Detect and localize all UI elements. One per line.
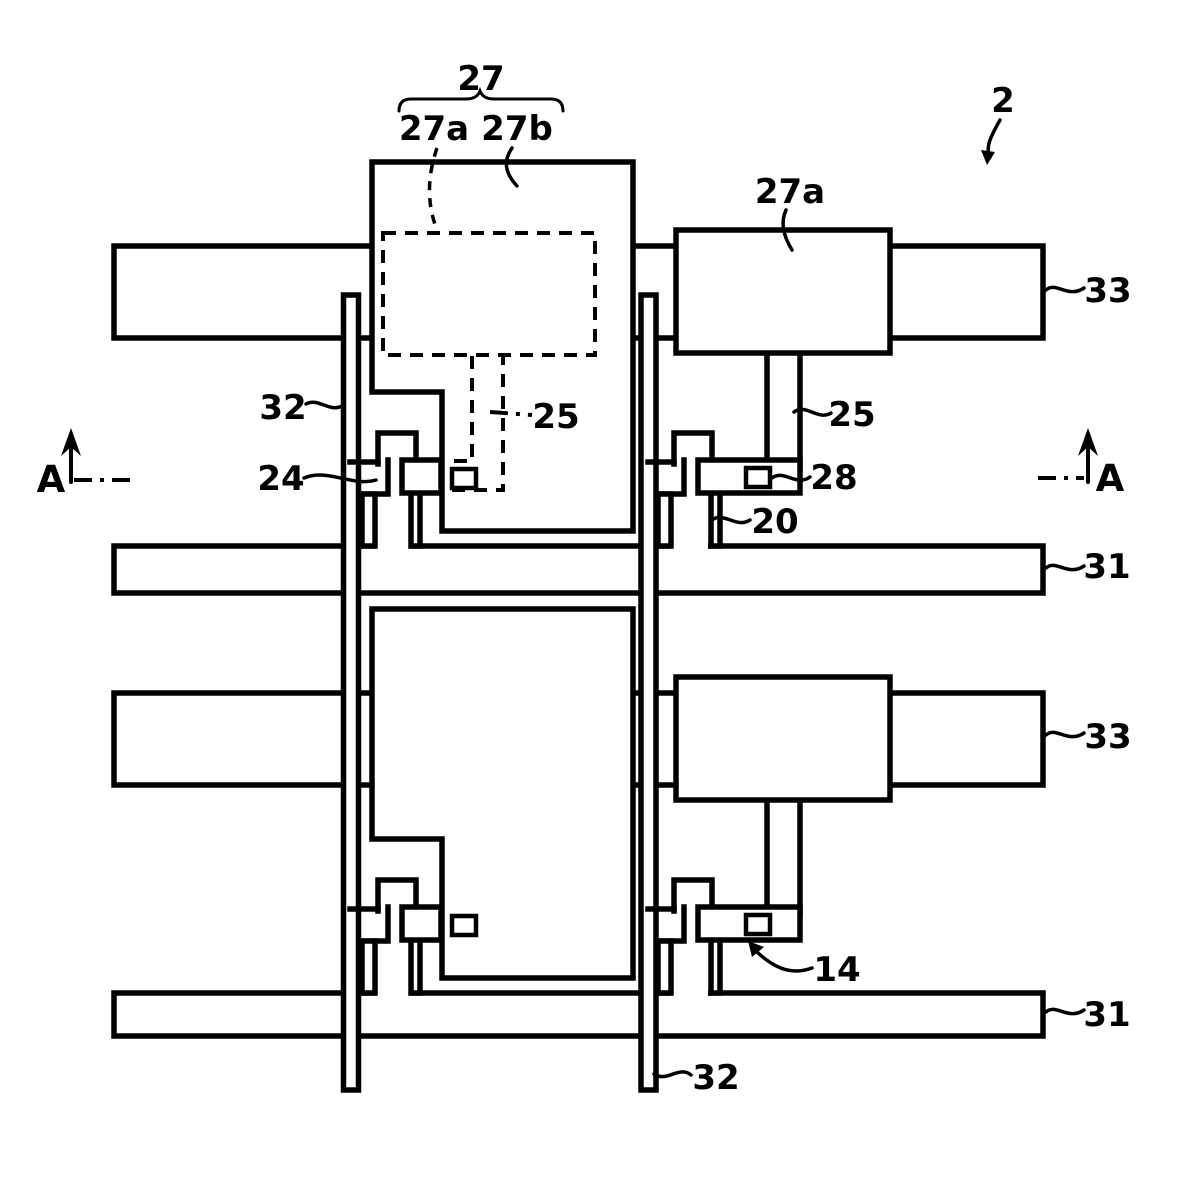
bus-edge-gap bbox=[670, 987, 708, 999]
buried-electrode-27a-dashed bbox=[381, 231, 597, 357]
arrowhead-14 bbox=[748, 941, 764, 957]
ref-label-2: 2 bbox=[991, 81, 1015, 121]
ref-label-31-row1: 31 bbox=[1083, 547, 1130, 587]
ref-label-27b-top: 27b bbox=[481, 109, 553, 149]
ref-label-32-bottom: 32 bbox=[692, 1058, 739, 1098]
ref-label-25-left: 25 bbox=[532, 397, 579, 437]
bus-edge-gap bbox=[376, 987, 409, 999]
gate-branch-strip-right bbox=[655, 491, 674, 549]
tft-gate-island-left bbox=[375, 430, 419, 467]
section-label-a-left: A bbox=[37, 458, 66, 501]
gate-bus-line-31-row2 bbox=[111, 990, 1046, 1039]
leader-28 bbox=[770, 473, 812, 482]
section-marker-a-left: A bbox=[37, 428, 134, 501]
data-line-32-right bbox=[638, 292, 659, 1093]
section-label-a-right: A bbox=[1096, 457, 1125, 500]
gate-bus-line-31-row1 bbox=[111, 543, 1046, 596]
leader-14 bbox=[755, 950, 814, 973]
bus-edge-gap bbox=[376, 540, 409, 552]
capacitor-electrode-27a bbox=[673, 227, 893, 356]
buried-electrode-stem-dashed bbox=[450, 356, 505, 492]
ref-label-24: 24 bbox=[257, 459, 304, 499]
pixel-cell bbox=[347, 159, 893, 549]
leader-33-row2 bbox=[1044, 730, 1086, 739]
pixel-electrode-27b bbox=[369, 159, 636, 534]
leader-27b-top bbox=[504, 146, 519, 188]
arrowhead-a-right bbox=[1078, 428, 1098, 456]
ref-label-14: 14 bbox=[813, 950, 860, 990]
data-line-32-left bbox=[340, 292, 362, 1093]
ref-label-28: 28 bbox=[810, 458, 857, 498]
leader-24 bbox=[302, 473, 378, 484]
connection-electrode-25-stem bbox=[764, 345, 803, 471]
leader-25-right bbox=[792, 407, 833, 417]
contact-hole-right-28 bbox=[743, 465, 773, 490]
leader-31-row2 bbox=[1044, 1007, 1086, 1016]
ref-label-31-row2: 31 bbox=[1083, 995, 1130, 1035]
leader-27a-top bbox=[427, 147, 439, 231]
arrowhead-2 bbox=[981, 150, 995, 165]
ref-label-27a-right: 27a bbox=[755, 172, 825, 212]
leader-25-left bbox=[489, 410, 533, 417]
leader-27a-right bbox=[781, 208, 794, 252]
ref-label-27a-top: 27a bbox=[399, 109, 469, 149]
gate-branch-stub-left bbox=[408, 488, 423, 549]
leader-32-top bbox=[304, 400, 344, 410]
ref-label-33-row1: 33 bbox=[1084, 271, 1131, 311]
arrowhead-a-left bbox=[61, 428, 81, 456]
bus-edge-gap bbox=[670, 540, 708, 552]
ref-label-20: 20 bbox=[751, 502, 798, 542]
gate-branch-strip-left bbox=[359, 491, 378, 549]
leader-33-row1 bbox=[1044, 285, 1086, 294]
ref-label-32-top: 32 bbox=[259, 388, 306, 428]
ref-label-25-right: 25 bbox=[828, 395, 875, 435]
leader-32-bottom bbox=[652, 1070, 693, 1079]
leader-31-row1 bbox=[1044, 563, 1086, 572]
contact-hole-left bbox=[449, 466, 479, 491]
brace-27 bbox=[397, 86, 565, 113]
ref-label-33-row2: 33 bbox=[1084, 717, 1131, 757]
tft-step-connector-right bbox=[655, 457, 687, 497]
tft-drain-pad-left bbox=[399, 457, 444, 496]
tft-gate-island-right bbox=[671, 430, 715, 467]
tft-step-connector-left bbox=[359, 457, 391, 497]
section-marker-a-right: A bbox=[1038, 428, 1125, 500]
leader-20 bbox=[710, 515, 752, 525]
pixel-cell-row2 bbox=[350, 609, 890, 993]
